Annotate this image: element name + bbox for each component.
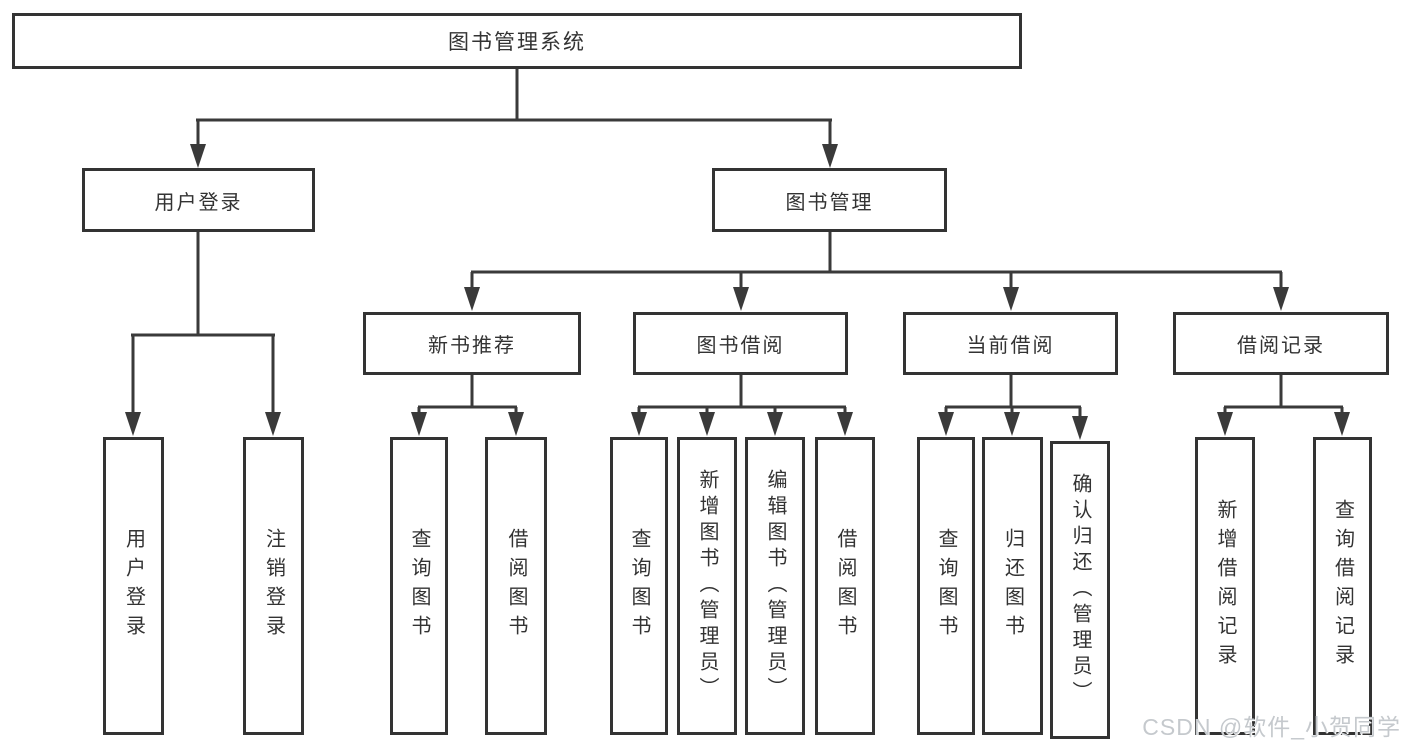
node-query-book-3: 查询图书	[917, 437, 975, 735]
node-return-book: 归还图书	[982, 437, 1043, 735]
node-label: 用户登录	[122, 528, 145, 644]
node-current-borrow: 当前借阅	[903, 312, 1118, 375]
node-book-borrow: 图书借阅	[633, 312, 848, 375]
node-label: 借阅图书	[505, 528, 527, 644]
node-borrow-record: 借阅记录	[1173, 312, 1389, 375]
node-root: 图书管理系统	[12, 13, 1022, 69]
node-label: 编辑图书（管理员）	[764, 469, 786, 703]
node-label: 新增借阅记录	[1214, 499, 1236, 673]
node-new-book-recommend: 新书推荐	[363, 312, 581, 375]
node-borrow-book-2: 借阅图书	[815, 437, 875, 735]
node-edit-book-admin: 编辑图书（管理员）	[745, 437, 805, 735]
node-add-borrow-record: 新增借阅记录	[1195, 437, 1255, 735]
node-label: 归还图书	[1001, 528, 1024, 644]
node-query-borrow-record: 查询借阅记录	[1313, 437, 1372, 735]
node-user-login: 用户登录	[82, 168, 315, 232]
node-label: 查询图书	[935, 528, 957, 644]
node-label: 确认归还（管理员）	[1069, 473, 1091, 707]
node-query-book-2: 查询图书	[610, 437, 668, 735]
node-label: 借阅图书	[834, 528, 856, 644]
node-logout-leaf: 注销登录	[243, 437, 304, 735]
node-label: 查询图书	[408, 528, 430, 644]
node-label: 查询图书	[628, 528, 650, 644]
node-borrow-book-1: 借阅图书	[485, 437, 547, 735]
csdn-watermark: CSDN @软件_小贺同学	[1142, 714, 1401, 740]
node-label: 查询借阅记录	[1331, 499, 1354, 673]
node-label: 注销登录	[262, 528, 285, 644]
node-book-management: 图书管理	[712, 168, 947, 232]
node-label: 新增图书（管理员）	[696, 469, 718, 703]
node-confirm-return-admin: 确认归还（管理员）	[1050, 441, 1110, 739]
node-add-book-admin: 新增图书（管理员）	[677, 437, 737, 735]
node-query-book-1: 查询图书	[390, 437, 448, 735]
node-user-login-leaf: 用户登录	[103, 437, 164, 735]
